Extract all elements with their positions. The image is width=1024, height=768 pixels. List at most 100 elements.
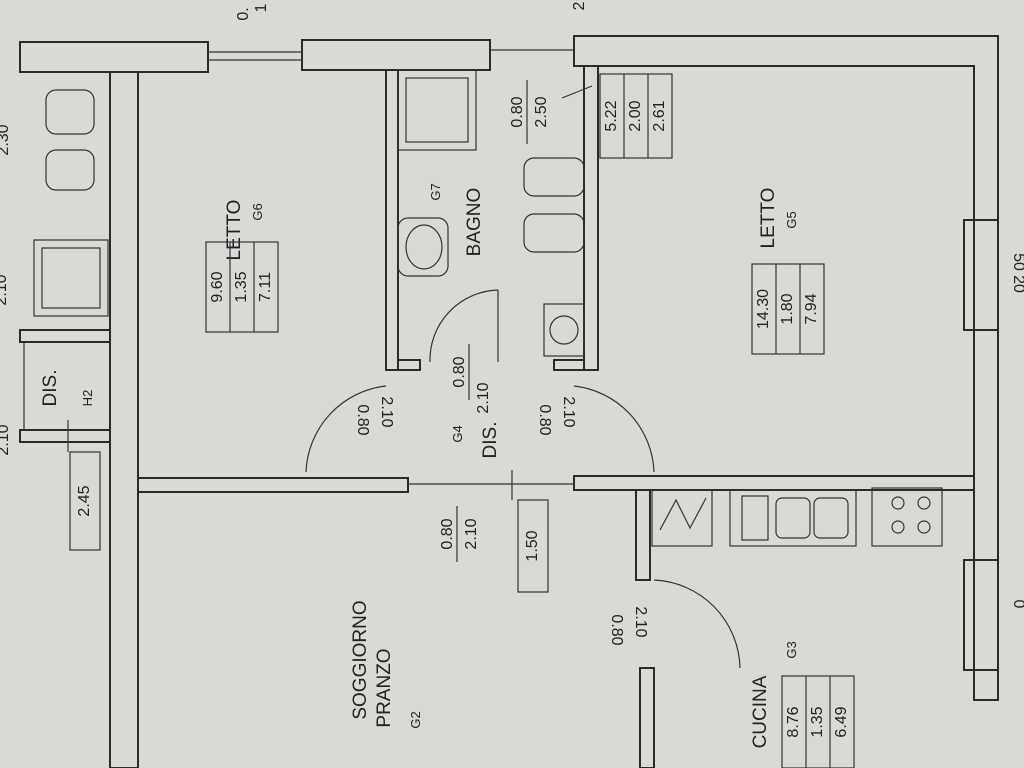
area-box (205, 241, 279, 333)
toilet-icon (45, 89, 95, 135)
boiler-icon (543, 303, 585, 357)
doors (305, 289, 741, 669)
door-swing-cucina (653, 579, 741, 669)
svg-text:5.22: 5.22 (603, 100, 620, 131)
bath-box: 5.22 2.00 2.61 (599, 73, 673, 159)
fridge-zigzag-icon (659, 497, 707, 531)
room-name: LETTO (758, 188, 779, 249)
window-right-2 (963, 559, 999, 671)
door-dims-letto-g6: 2.10 0.80 (354, 396, 395, 435)
room-cucina-g3: CUCINA G3 8.76 1.35 6.49 (750, 641, 855, 768)
svg-text:0.80: 0.80 (608, 614, 625, 645)
door-height: 2.50 (533, 96, 550, 127)
toilet-icon (523, 157, 585, 197)
burner-icon (891, 520, 905, 534)
shower-tray-icon (405, 77, 469, 143)
svg-text:1.50: 1.50 (524, 530, 541, 561)
room-code: G2 (408, 711, 423, 728)
room-dis-g4: 0.80 2.10 G4 DIS. (450, 344, 513, 500)
svg-text:2.10: 2.10 (632, 606, 649, 637)
room-code: G6 (250, 203, 265, 220)
bidet-icon (45, 149, 95, 191)
wall-kitchen-lower (639, 667, 655, 768)
wall-bagno-right (583, 65, 599, 371)
wall-bagno-left (385, 69, 399, 371)
fridge-icon (651, 489, 713, 547)
room-name: BAGNO (464, 188, 485, 257)
wall-top-right (573, 35, 999, 701)
counter-icon (729, 489, 857, 547)
svg-text:2.10: 2.10 (463, 518, 480, 549)
svg-text:2.45: 2.45 (76, 485, 93, 516)
boiler-circle-icon (549, 315, 579, 345)
wall-bagno-jamb-right (553, 359, 585, 371)
area-value: 9.60 (209, 271, 226, 302)
sink-right-icon (813, 497, 849, 539)
window-right-1 (963, 219, 999, 331)
svg-text:2: 2 (571, 1, 588, 10)
height-value: 1.80 (779, 293, 796, 324)
room-code: G7 (428, 183, 443, 200)
svg-text:0.80: 0.80 (439, 518, 456, 549)
room-letto-g5: LETTO G5 14.30 1.80 7.94 (751, 188, 825, 355)
area-value: 8.76 (785, 706, 802, 737)
room-bagno-g7: G7 BAGNO 0.80 2.50 (428, 80, 593, 257)
burner-icon (917, 496, 931, 510)
edge-labels: 0. 1 2 2.30 2.10 2.10 50 20 0 (0, 1, 1024, 608)
room-name: DIS. (480, 422, 501, 459)
window-value: 7.94 (803, 293, 820, 324)
svg-text:2.10: 2.10 (560, 396, 577, 427)
svg-text:2.10: 2.10 (378, 396, 395, 427)
door-swing-letto-g6 (305, 385, 387, 473)
door-width: 0.80 (451, 356, 468, 387)
room-code: G5 (784, 211, 799, 228)
walls (19, 35, 999, 768)
wall-left (109, 71, 139, 768)
wall-h2-top (19, 329, 111, 343)
door-dims-letto-g5: 2.10 0.80 (536, 396, 577, 435)
shower-icon (397, 69, 477, 151)
bidet-icon (523, 213, 585, 253)
drainboard-icon (741, 495, 769, 541)
door-dims-cucina: 2.10 0.80 (608, 606, 649, 645)
shower-tray-icon (41, 247, 101, 309)
wall-bagno-jamb-left (397, 359, 421, 371)
room-name: DIS. (40, 370, 61, 407)
svg-text:2.30: 2.30 (0, 124, 12, 155)
wall-h2-bottom (19, 429, 111, 443)
svg-text:20: 20 (1010, 275, 1024, 293)
arrow-icon (561, 85, 593, 99)
svg-text:2.61: 2.61 (651, 100, 668, 131)
room-name-line2: PRANZO (374, 648, 395, 727)
burner-icon (917, 520, 931, 534)
boxed-value-dis-g4: 1.50 (517, 499, 549, 593)
shower-icon (33, 239, 109, 317)
room-name: CUCINA (750, 675, 771, 748)
svg-text:0: 0 (1010, 600, 1024, 609)
svg-text:2.10: 2.10 (0, 274, 10, 305)
svg-text:2.00: 2.00 (627, 100, 644, 131)
sink-basin-icon (405, 224, 443, 270)
svg-text:0.80: 0.80 (354, 404, 371, 435)
bath-box-frame (599, 73, 673, 159)
door-swing-bagno (429, 289, 499, 363)
room-dis-h2: DIS. H2 2.45 (40, 370, 101, 551)
height-value: 1.35 (233, 271, 250, 302)
room-name: LETTO (224, 200, 245, 261)
svg-text:1: 1 (253, 3, 270, 12)
room-soggiorno-g2: SOGGIORNO PRANZO G2 (350, 600, 423, 728)
wall-top-left (19, 41, 209, 73)
wall-top-mid (301, 39, 491, 71)
window-value: 7.11 (257, 272, 274, 302)
area-value: 14.30 (755, 289, 772, 329)
door-height: 2.10 (475, 382, 492, 413)
room-letto-g6: LETTO G6 9.60 1.35 7.11 (205, 200, 279, 333)
svg-text:50: 50 (1010, 253, 1024, 271)
wall-kitchen-upper (635, 489, 651, 581)
sink-left-icon (775, 497, 811, 539)
room-code: G4 (450, 425, 465, 442)
area-box (751, 263, 825, 355)
window-value: 6.49 (833, 706, 850, 737)
room-code: G3 (784, 641, 799, 658)
